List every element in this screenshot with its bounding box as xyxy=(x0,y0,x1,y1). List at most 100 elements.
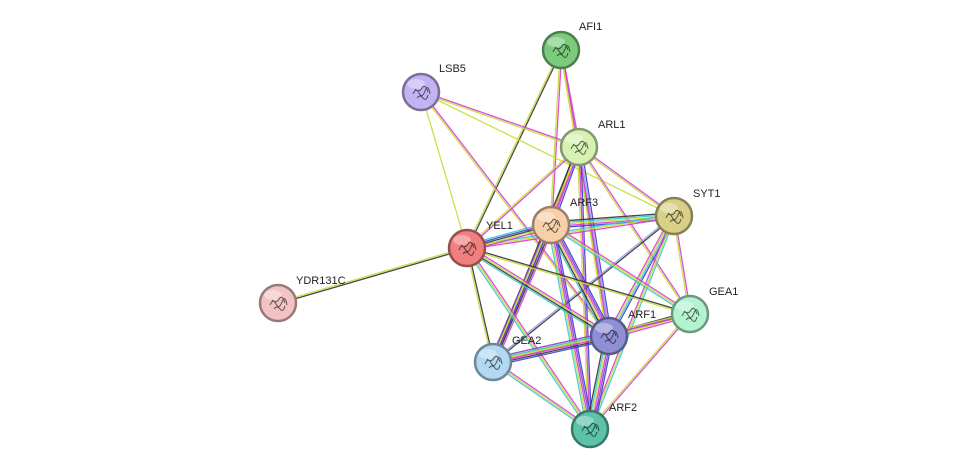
edge-line-cyan xyxy=(590,216,677,430)
node-circle-arf1 xyxy=(589,316,629,356)
node-yel1[interactable]: YEL1 xyxy=(447,220,513,268)
node-highlight xyxy=(660,203,678,213)
edge-line-magenta xyxy=(551,223,692,314)
edge-line-cyan xyxy=(465,249,609,339)
edge-line-yellowgreen xyxy=(492,146,580,363)
edge-line-yellowgreen xyxy=(277,246,467,303)
node-arf1[interactable]: ARF1 xyxy=(589,309,656,356)
edge-yel1-gea1 xyxy=(466,246,691,316)
edge-syt1-arf2 xyxy=(587,215,677,430)
node-highlight xyxy=(576,416,594,426)
edge-arf1-gea2 xyxy=(491,331,611,367)
edge-line-magenta xyxy=(493,147,582,363)
node-arl1[interactable]: ARL1 xyxy=(559,119,626,167)
edge-line-magenta xyxy=(551,224,611,336)
edge-line-black xyxy=(466,248,609,338)
edge-afi1-yel1 xyxy=(465,49,563,249)
edge-line-yellowgreen xyxy=(492,334,609,362)
edge-lsb5-arl1 xyxy=(420,90,580,149)
edge-line-magenta xyxy=(579,146,692,314)
edge-line-magenta xyxy=(467,246,592,429)
node-lsb5[interactable]: LSB5 xyxy=(401,63,466,112)
edge-line-purple xyxy=(491,331,609,359)
edge-line-black xyxy=(493,225,554,363)
edge-line-yellowgreen xyxy=(420,91,468,249)
edge-line-yellowgreen xyxy=(466,215,675,249)
edge-line-yellowgreen xyxy=(550,224,691,315)
protein-structure-icon xyxy=(600,329,619,344)
edge-arf3-gea2 xyxy=(489,223,555,364)
node-afi1[interactable]: AFI1 xyxy=(541,21,602,70)
node-circle-arl1 xyxy=(559,127,599,167)
protein-structure-icon xyxy=(681,307,700,322)
edge-line-yellowgreen xyxy=(548,225,590,430)
protein-structure-icon xyxy=(665,209,684,224)
node-circle-arf3 xyxy=(531,205,571,245)
edge-line-cyan xyxy=(550,213,674,225)
node-circle-gea2 xyxy=(473,342,513,382)
node-label-arf3: ARF3 xyxy=(570,197,598,209)
node-highlight xyxy=(676,301,694,311)
edge-arf3-arf2 xyxy=(547,224,594,430)
node-arf2[interactable]: ARF2 xyxy=(570,402,637,449)
edge-line-yellowgreen xyxy=(466,145,579,248)
edge-line-yellowgreen xyxy=(607,215,674,336)
edge-line-magenta xyxy=(493,336,610,364)
node-gea2[interactable]: GEA2 xyxy=(473,335,541,382)
edge-line-magenta xyxy=(587,215,674,429)
edge-line-yellowgreen xyxy=(465,49,561,248)
node-label-lsb5: LSB5 xyxy=(439,63,466,75)
edge-yel1-arf1 xyxy=(465,245,611,339)
edge-line-yellowgreen xyxy=(588,313,690,429)
edge-line-black xyxy=(467,247,495,362)
protein-structure-icon xyxy=(552,43,571,58)
edge-lsb5-syt1 xyxy=(420,91,675,217)
node-label-arl1: ARL1 xyxy=(598,119,626,131)
edge-gea2-arf2 xyxy=(491,360,592,431)
edge-line-blue xyxy=(492,224,552,363)
protein-structure-icon xyxy=(581,422,600,437)
edge-line-cyan xyxy=(491,362,590,431)
node-arf3[interactable]: ARF3 xyxy=(531,197,598,245)
edge-syt1-yel1 xyxy=(466,213,675,251)
node-label-gea2: GEA2 xyxy=(512,335,541,347)
edge-arl1-syt1 xyxy=(578,145,675,218)
edge-line-black xyxy=(278,248,468,305)
edge-line-magenta xyxy=(467,147,580,250)
edge-line-yellowgreen xyxy=(589,215,675,430)
edge-line-yellowgreen xyxy=(467,246,610,336)
edge-line-lightblue xyxy=(579,146,611,336)
node-circle-gea1 xyxy=(670,294,710,334)
edge-line-cyan xyxy=(492,333,609,361)
node-highlight xyxy=(537,212,555,222)
edge-line-magenta xyxy=(550,224,591,430)
node-highlight xyxy=(264,290,282,300)
protein-structure-icon xyxy=(458,241,477,256)
edge-line-black xyxy=(550,212,674,223)
node-highlight xyxy=(565,134,583,144)
edge-arl1-gea1 xyxy=(577,146,692,315)
edge-line-magenta xyxy=(579,145,675,216)
node-label-ydr131c: YDR131C xyxy=(296,275,346,287)
node-syt1[interactable]: SYT1 xyxy=(654,188,721,236)
edges-layer xyxy=(277,49,692,431)
edge-line-magenta xyxy=(421,90,580,147)
node-highlight xyxy=(547,37,565,47)
edge-line-magenta xyxy=(551,50,563,226)
protein-structure-icon xyxy=(412,85,431,100)
edge-line-purple xyxy=(489,223,549,362)
edge-line-magenta xyxy=(495,225,555,364)
node-label-arf2: ARF2 xyxy=(609,402,637,414)
node-label-arf1: ARF1 xyxy=(628,309,656,321)
node-ydr131c[interactable]: YDR131C xyxy=(258,275,346,323)
edge-line-cyan xyxy=(466,213,674,248)
edge-arl1-yel1 xyxy=(466,145,580,250)
node-highlight xyxy=(407,79,425,89)
node-label-gea1: GEA1 xyxy=(709,286,738,298)
node-gea1[interactable]: GEA1 xyxy=(670,286,738,334)
edge-line-black xyxy=(490,146,579,362)
node-circle-ydr131c xyxy=(258,283,298,323)
edge-line-cyan xyxy=(547,225,588,430)
